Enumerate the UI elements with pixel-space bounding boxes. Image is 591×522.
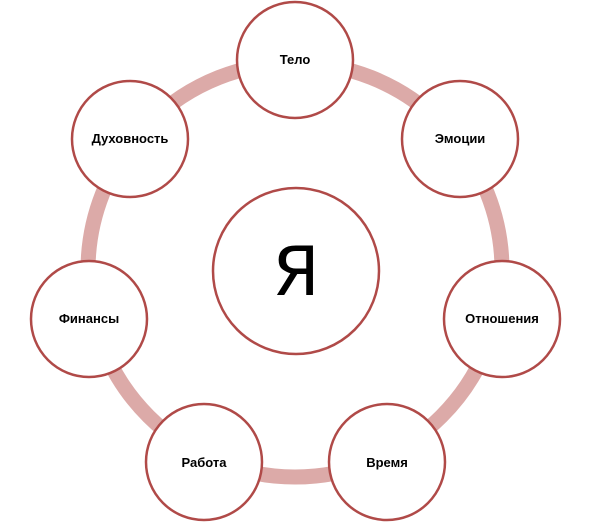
node-rabota: Работа	[144, 402, 264, 522]
node-emotsii: Эмоции	[400, 79, 520, 199]
node-otnosheniya: Отношения	[442, 259, 562, 379]
node-finansy: Финансы	[29, 259, 149, 379]
node-vremya-circle	[327, 402, 447, 522]
node-telo: Тело	[235, 0, 355, 120]
center-label: Я	[272, 233, 319, 312]
node-dukhovnost: Духовность	[70, 79, 190, 199]
node-dukhovnost-circle	[70, 79, 190, 199]
node-finansy-circle	[29, 259, 149, 379]
node-otnosheniya-circle	[442, 259, 562, 379]
node-emotsii-label: Эмоции	[435, 131, 486, 146]
node-telo-label: Тело	[280, 52, 311, 67]
node-telo-circle	[235, 0, 355, 120]
node-rabota-label: Работа	[182, 455, 228, 470]
center-node: Я	[211, 186, 381, 356]
node-otnosheniya-label: Отношения	[465, 311, 539, 326]
node-vremya: Время	[327, 402, 447, 522]
node-vremya-label: Время	[366, 455, 408, 470]
node-emotsii-circle	[400, 79, 520, 199]
center-circle	[211, 186, 381, 356]
node-rabota-circle	[144, 402, 264, 522]
node-finansy-label: Финансы	[59, 311, 119, 326]
node-dukhovnost-label: Духовность	[92, 131, 169, 146]
